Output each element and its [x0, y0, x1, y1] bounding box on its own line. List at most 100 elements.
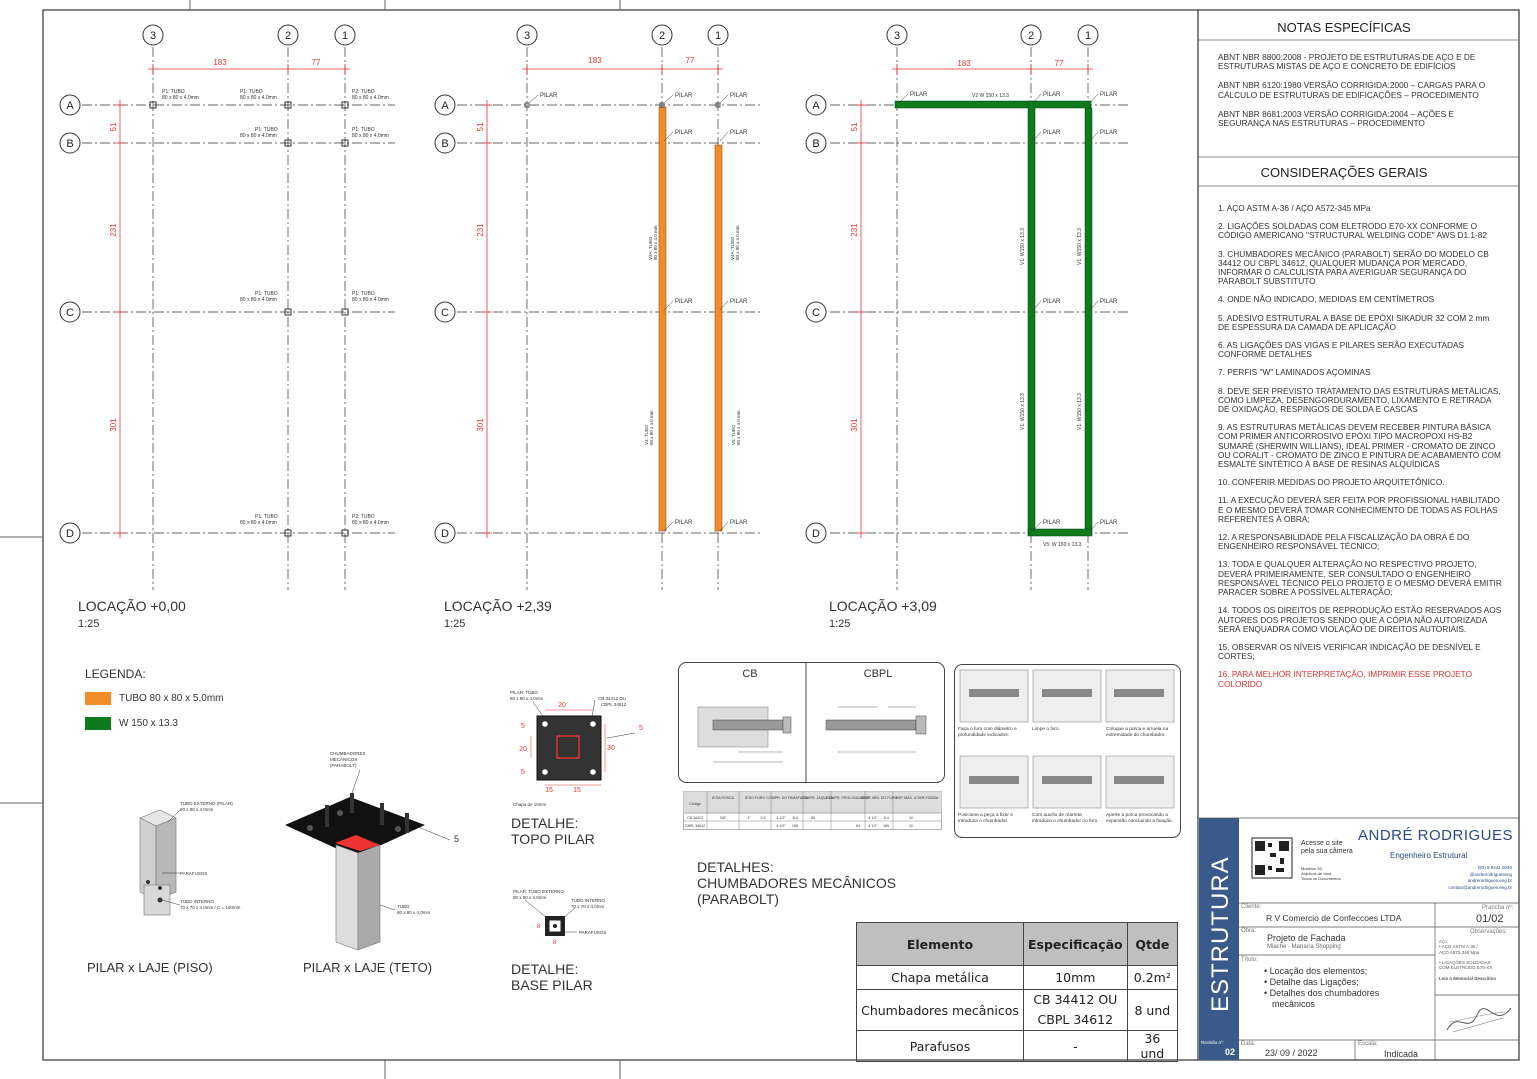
svg-text:PILAR: PILAR — [540, 93, 558, 99]
svg-text:PILAR: PILAR — [675, 130, 693, 136]
svg-text:5: 5 — [521, 769, 525, 776]
svg-text:CB 34412: CB 34412 — [687, 816, 703, 820]
svg-text:51: 51 — [850, 122, 859, 131]
considerations-list: 1. AÇO ASTM A-36 / AÇO A572-345 MPa 2. L… — [1218, 203, 1503, 698]
svg-text:P2: TUBO: P2: TUBO — [352, 89, 375, 95]
svg-text:CHUMBADORES: CHUMBADORES — [330, 751, 366, 756]
svg-text:C: C — [441, 307, 449, 319]
dim-231: 231 — [109, 223, 118, 237]
svg-text:PILAR: PILAR — [730, 520, 748, 526]
svg-text:80 x 80 x 4.0mm: 80 x 80 x 4.0mm — [352, 95, 389, 101]
consideration-item: 12. A RESPONSABILIDADE PELA FISCALIZAÇÃO… — [1218, 532, 1470, 552]
svg-text:C: C — [812, 307, 820, 319]
svg-text:V2 W 150 x 13.3: V2 W 150 x 13.3 — [972, 93, 1009, 99]
svg-text:CBPL 34612: CBPL 34612 — [685, 824, 705, 828]
grid-col-2: 2 — [285, 30, 291, 42]
scale-locacao-309: 1:25 — [829, 618, 851, 630]
svg-text:V1: W150 x 13.3: V1: W150 x 13.3 — [1020, 228, 1026, 265]
svg-text:PILAR: PILAR — [1100, 299, 1118, 305]
svg-text:P2: TUBO: P2: TUBO — [352, 514, 375, 520]
svg-text:80 x 80 x 4.0mm: 80 x 80 x 4.0mm — [240, 95, 277, 101]
step-1: Faça o furo com diâmetro e profundidade … — [958, 727, 1017, 738]
svg-text:V1: W150 x 13.3: V1: W150 x 13.3 — [1077, 228, 1083, 265]
dim-301: 301 — [109, 418, 118, 432]
svg-text:5: 5 — [454, 834, 459, 844]
svg-text:10: 10 — [909, 816, 913, 820]
svg-text:V1: W150 x 13.3: V1: W150 x 13.3 — [1020, 393, 1026, 430]
svg-text:TUBO: TUBO — [397, 904, 410, 909]
beam-green-d — [1027, 528, 1093, 537]
svg-text:B: B — [812, 138, 819, 150]
svg-text:80 x 80 x 4.0 mm: 80 x 80 x 4.0 mm — [735, 225, 740, 260]
svg-text:80 x 80 x 4,0mm: 80 x 80 x 4,0mm — [510, 696, 544, 701]
svg-text:TUBO EXTERNO (PILAR): TUBO EXTERNO (PILAR) — [180, 801, 233, 806]
step-6: Aperte a porca provocando a expansão con… — [1106, 813, 1173, 824]
svg-text:PILAR: PILAR — [1043, 130, 1061, 136]
svg-text:PILAR: PILAR — [730, 93, 748, 99]
qr-caption: Acesse o site pela sua câmera — [1301, 840, 1353, 855]
svg-text:4 1/2": 4 1/2" — [776, 816, 786, 820]
svg-text:PARAFUSOS: PARAFUSOS — [579, 930, 606, 935]
consideration-item: 9. AS ESTRUTURAS METÁLICAS DEVEM RECEBER… — [1218, 422, 1501, 470]
step-2: Limpe o furo. — [1032, 727, 1060, 732]
svg-text:80 x 80 x 4.0mm: 80 x 80 x 4.0mm — [240, 520, 277, 526]
titulo-list: • Locação dos elementos;• Detalhe das Li… — [1264, 966, 1380, 1009]
engineer-role: Engenheiro Estrutural — [1390, 851, 1468, 860]
step-5: Com auxílio de marreta introduza o chumb… — [1032, 813, 1099, 824]
svg-text:3: 3 — [894, 30, 900, 42]
svg-text:PILAR: PILAR — [730, 130, 748, 136]
svg-text:80 x 80 x 4,0mm: 80 x 80 x 4,0mm — [513, 895, 547, 900]
consideration-item: 4. ONDE NÃO INDICADO, MEDIDAS EM CENTÍME… — [1218, 294, 1435, 305]
prancha-value: 01/02 — [1476, 913, 1504, 925]
svg-text:MECÂNICOS: MECÂNICOS — [330, 756, 357, 762]
step-3: Coloque a porca e arruela na extremidade… — [1106, 727, 1169, 738]
legend-swatch-green — [85, 717, 111, 730]
svg-text:1": 1" — [747, 816, 751, 820]
svg-text:Ø DA ROSCA: Ø DA ROSCA — [712, 796, 735, 800]
svg-text:70 x 70 x 4,0mm / C = 100mm: 70 x 70 x 4,0mm / C = 100mm — [180, 905, 241, 910]
svg-text:V5: TUBO: V5: TUBO — [731, 424, 736, 445]
svg-text:PILAR: PILAR — [1100, 520, 1118, 526]
cliente-value: R V Comercio de Confeccoes LTDA — [1266, 913, 1402, 923]
svg-text:A: A — [812, 100, 820, 112]
svg-text:P1: TUBO: P1: TUBO — [162, 89, 185, 95]
svg-text:D: D — [441, 528, 449, 540]
title-detalhe-base: DETALHE:BASE PILAR — [511, 961, 593, 993]
svg-text:V1: W150 x 13.3: V1: W150 x 13.3 — [1077, 393, 1083, 430]
svg-text:15: 15 — [573, 787, 581, 794]
svg-text:114: 114 — [883, 816, 889, 820]
svg-text:2.5: 2.5 — [761, 816, 766, 820]
svg-text:CB 34412 OU: CB 34412 OU — [598, 696, 626, 701]
svg-text:V4: TUBO: V4: TUBO — [644, 424, 649, 445]
svg-text:PILAR: PILAR — [1100, 130, 1118, 136]
svg-text:PILAR: TUBO EXTERNO: PILAR: TUBO EXTERNO — [513, 889, 564, 894]
svg-text:20: 20 — [519, 746, 527, 753]
title-detalhe-topo: DETALHE:TOPO PILAR — [511, 815, 595, 847]
svg-text:Código: Código — [689, 802, 700, 806]
spec-table: Elemento Especificação Qtde Chapa metáli… — [856, 922, 1179, 1062]
svg-text:183: 183 — [957, 59, 971, 68]
consideration-item: 11. A EXECUÇÃO DEVERÁ SER FEITA POR PROF… — [1218, 495, 1500, 524]
consideration-item: 3. CHUMBADORES MECÂNICO (PARABOLT) SERÃO… — [1218, 248, 1489, 287]
svg-text:D: D — [812, 528, 820, 540]
discipline-label: ESTRUTURA — [1207, 856, 1234, 1012]
qr-code-icon — [1251, 837, 1293, 879]
svg-text:PILAR: PILAR — [675, 520, 693, 526]
consideration-item: 1. AÇO ASTM A-36 / AÇO A572-345 MPa — [1218, 203, 1371, 213]
svg-text:PILAR: PILAR — [675, 93, 693, 99]
svg-text:ESP. MÁX. A SER FIXADA: ESP. MÁX. A SER FIXADA — [896, 796, 939, 800]
considerations-title: CONSIDERAÇÕES GERAIS — [1260, 165, 1428, 180]
grid-row-a: A — [66, 100, 74, 112]
svg-text:63: 63 — [856, 824, 860, 828]
legend-item-tubo: TUBO 80 x 80 x 5,0mm — [85, 692, 223, 705]
dim-77: 77 — [312, 58, 321, 67]
svg-text:80 x 80 x 4.0mm: 80 x 80 x 4.0mm — [352, 133, 389, 139]
svg-text:80 x 80 x 4.0mm: 80 x 80 x 4.0mm — [352, 297, 389, 303]
svg-text:1: 1 — [1085, 30, 1091, 42]
